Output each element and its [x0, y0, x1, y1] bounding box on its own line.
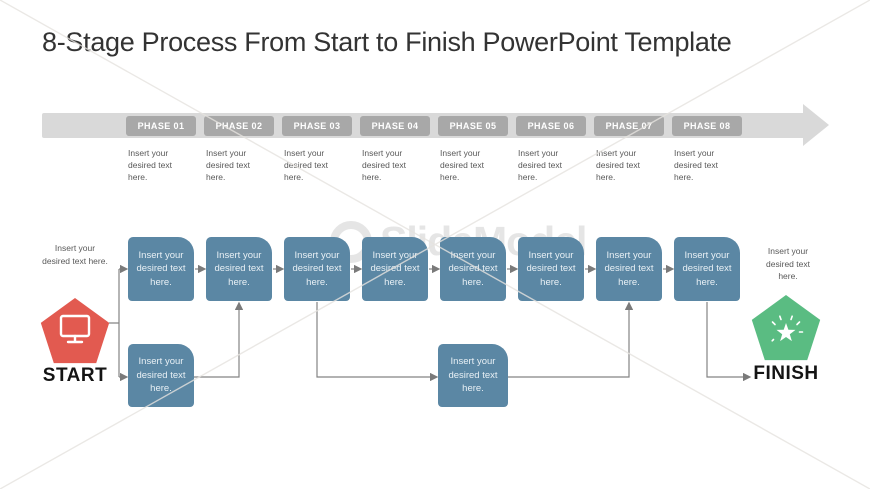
- process-box-4[interactable]: Insert your desired text here.: [362, 237, 428, 301]
- start-pentagon[interactable]: [38, 294, 112, 368]
- slide-title[interactable]: 8-Stage Process From Start to Finish Pow…: [42, 27, 732, 57]
- start-caption[interactable]: Insert your desired text here.: [42, 243, 108, 266]
- process-box-1[interactable]: Insert your desired text here.: [128, 237, 194, 301]
- process-box-2[interactable]: Insert your desired text here.: [206, 237, 272, 301]
- finish-label[interactable]: FINISH: [753, 363, 819, 384]
- start-label[interactable]: START: [42, 365, 108, 386]
- phase-description-7[interactable]: Insert your desired text here.: [596, 148, 640, 182]
- process-box-7[interactable]: Insert your desired text here.: [596, 237, 662, 301]
- phase-description-8[interactable]: Insert your desired text here.: [674, 148, 718, 182]
- process-box-8[interactable]: Insert your desired text here.: [674, 237, 740, 301]
- process-box-5[interactable]: Insert your desired text here.: [440, 237, 506, 301]
- phase-label-2[interactable]: PHASE 02: [204, 116, 274, 136]
- process-box-bottom-2[interactable]: Insert your desired text here.: [438, 344, 508, 407]
- phase-label-5[interactable]: PHASE 05: [438, 116, 508, 136]
- phase-description-4[interactable]: Insert your desired text here.: [362, 148, 406, 182]
- finish-pentagon[interactable]: [749, 291, 823, 365]
- timeline-arrowhead-icon: [803, 104, 829, 146]
- phase-description-6[interactable]: Insert your desired text here.: [518, 148, 562, 182]
- phase-description-2[interactable]: Insert your desired text here.: [206, 148, 250, 182]
- phase-label-3[interactable]: PHASE 03: [282, 116, 352, 136]
- process-box-3[interactable]: Insert your desired text here.: [284, 237, 350, 301]
- phase-label-8[interactable]: PHASE 08: [672, 116, 742, 136]
- phase-description-3[interactable]: Insert your desired text here.: [284, 148, 328, 182]
- process-box-6[interactable]: Insert your desired text here.: [518, 237, 584, 301]
- phase-label-6[interactable]: PHASE 06: [516, 116, 586, 136]
- finish-caption[interactable]: Insert your desired text here.: [766, 246, 810, 281]
- process-box-bottom-1[interactable]: Insert your desired text here.: [128, 344, 194, 407]
- phase-label-7[interactable]: PHASE 07: [594, 116, 664, 136]
- phase-label-1[interactable]: PHASE 01: [126, 116, 196, 136]
- phase-description-5[interactable]: Insert your desired text here.: [440, 148, 484, 182]
- phase-description-1[interactable]: Insert your desired text here.: [128, 148, 172, 182]
- phase-label-4[interactable]: PHASE 04: [360, 116, 430, 136]
